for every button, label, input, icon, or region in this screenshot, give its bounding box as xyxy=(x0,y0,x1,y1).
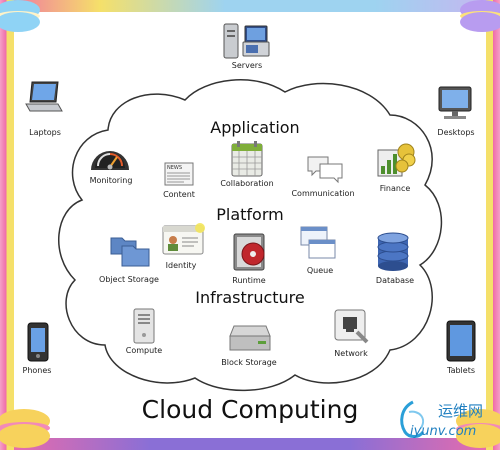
finance-label: Finance xyxy=(379,184,411,193)
compute-label: Compute xyxy=(125,346,163,355)
macaron-decoration-bottom-right xyxy=(456,409,500,448)
content-icon: NEWS xyxy=(164,162,194,186)
finance-icon xyxy=(377,143,416,177)
laptops-label: Laptops xyxy=(29,128,61,137)
macaron-decoration-top-right xyxy=(460,0,500,32)
infrastructure-heading: Infrastructure xyxy=(195,288,305,307)
communication-icon xyxy=(307,156,343,184)
identity-label: Identity xyxy=(165,261,197,270)
network-label: Network xyxy=(334,349,368,358)
block-storage-label: Block Storage xyxy=(221,358,277,367)
runtime-label: Runtime xyxy=(232,276,266,285)
diagram-title: Cloud Computing xyxy=(141,395,359,424)
monitoring-icon xyxy=(91,151,129,170)
identity-icon xyxy=(162,223,205,255)
runtime-icon xyxy=(233,233,265,271)
database-label: Database xyxy=(375,276,415,285)
platform-heading: Platform xyxy=(216,205,284,224)
border-top xyxy=(0,0,500,12)
tablets-label: Tablets xyxy=(447,366,475,375)
phones-icon xyxy=(27,322,49,362)
desktops-icon xyxy=(438,86,472,119)
border-bottom xyxy=(0,438,500,450)
communication-label: Communication xyxy=(291,189,355,198)
application-heading: Application xyxy=(210,118,300,137)
database-icon xyxy=(377,232,409,271)
collaboration-icon xyxy=(231,141,263,177)
macaron-decoration-bottom-left xyxy=(0,409,50,448)
collaboration-label: Collaboration xyxy=(220,179,274,188)
content-label: Content xyxy=(163,190,195,199)
queue-label: Queue xyxy=(306,266,334,275)
queue-icon xyxy=(300,226,336,259)
content-news-text: NEWS xyxy=(167,165,182,171)
object-storage-icon xyxy=(110,237,150,267)
tablets-icon xyxy=(446,320,476,362)
border-right xyxy=(486,0,500,450)
phones-label: Phones xyxy=(22,366,52,375)
watermark-url-text: iyunv.com xyxy=(410,424,477,439)
compute-icon xyxy=(133,308,155,344)
monitoring-label: Monitoring xyxy=(89,176,133,185)
network-icon xyxy=(334,309,369,344)
watermark-logo-icon xyxy=(400,400,425,438)
border-left xyxy=(0,0,14,450)
macaron-decoration-top-left xyxy=(0,0,40,32)
desktops-label: Desktops xyxy=(437,128,475,137)
servers-icon xyxy=(223,23,270,59)
watermark-chinese-text: 运维网 xyxy=(438,402,484,420)
object-storage-label: Object Storage xyxy=(99,275,159,284)
servers-label: Servers xyxy=(231,61,263,70)
laptops-icon xyxy=(25,81,63,112)
block-storage-icon xyxy=(229,325,271,351)
